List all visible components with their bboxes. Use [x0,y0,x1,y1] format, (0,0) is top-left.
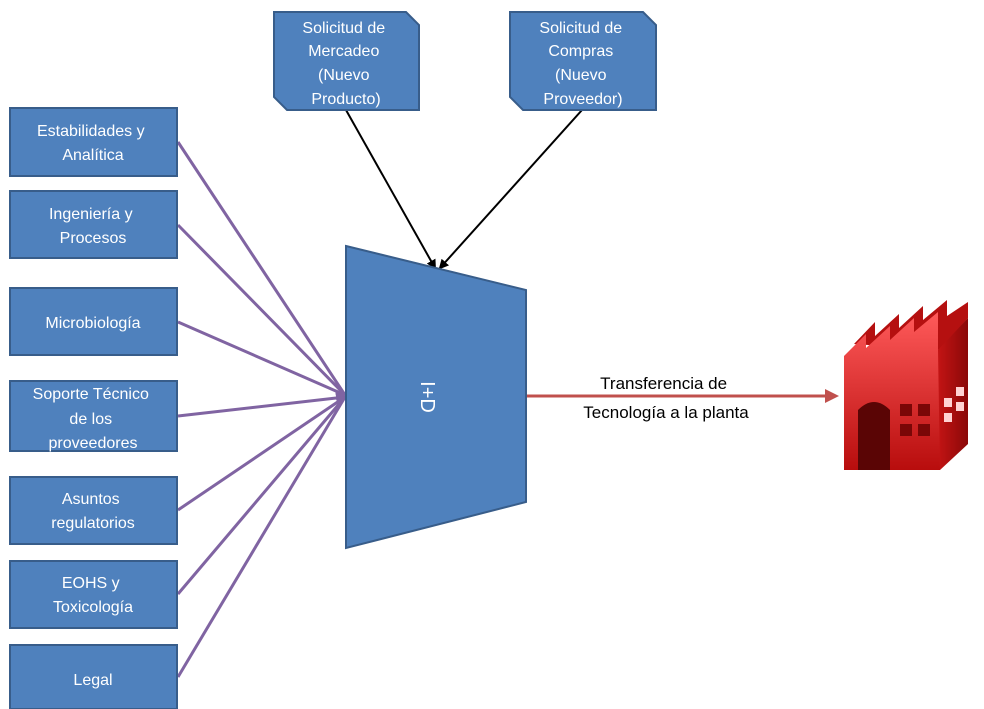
svg-text:Legal: Legal [73,672,112,689]
rd-label: I+D [416,381,438,413]
svg-text:Estabilidades y Analít: Estabilidades y Analítica [37,123,149,164]
link-legal [176,396,347,678]
rd-center: I+D [345,244,527,550]
department-label: de los [69,411,112,428]
link-mercadeo [345,109,436,270]
input-links [176,141,348,678]
link-soporte [177,392,348,418]
department-label: Estabilidades y [37,123,145,140]
department-label: Soporte Técnico [33,386,149,403]
svg-text:Ingeniería y Procesos: Ingeniería y Procesos [49,206,137,247]
department-box: Soporte Técnico de los proveedores [9,380,178,452]
request-label: Solicitud de [302,20,385,37]
department-box: Ingeniería y Procesos [9,190,178,259]
request-label: (Nuevo [555,67,607,84]
svg-text:Transferencia de Tecnologí: Transferencia de Tecnología a la planta [583,374,749,422]
department-box: EOHS y Toxicología [9,560,178,629]
request-label: Producto) [311,91,380,108]
department-label: Asuntos [62,491,120,508]
department-box: Legal [9,644,178,709]
department-label: Ingeniería y [49,206,133,223]
request-document: Solicitud de Mercadeo (Nuevo Producto) [273,11,420,111]
svg-text:Solicitud de Mercadeo: Solicitud de Mercadeo (Nuevo Producto) [302,20,389,108]
request-label: (Nuevo [318,67,370,84]
department-box: Microbiología [9,287,178,356]
transfer-label: Transferencia de [600,374,727,393]
factory-icon [844,300,968,470]
transfer-label: Tecnología a la planta [583,403,749,422]
department-label: Microbiología [45,315,140,332]
link-eohs [176,396,347,595]
svg-text:Soporte Técnico de los: Soporte Técnico de los proveedores [33,386,154,452]
svg-text:Solicitud de Compras: Solicitud de Compras (Nuevo Proveedor) [539,20,626,108]
request-label: Mercadeo [308,43,379,60]
department-label: regulatorios [51,515,135,532]
department-box: Estabilidades y Analítica [9,107,178,177]
department-label: Toxicología [53,599,133,616]
link-ingenieria [176,223,347,397]
request-documents: Solicitud de Mercadeo (Nuevo Producto) S… [273,11,657,111]
link-estabilidades [176,141,347,396]
request-label: Compras [548,43,613,60]
department-label: EOHS y [62,575,120,592]
request-label: Proveedor) [543,91,622,108]
link-asuntos [177,395,346,512]
request-label: Solicitud de [539,20,622,37]
svg-text:Asuntos regulatorios: Asuntos regulatorios [51,491,135,532]
link-compras [438,109,583,270]
svg-text:Microbiología: Microbiología [45,315,140,332]
department-box: Asuntos regulatorios [9,476,178,545]
department-label: Procesos [60,230,127,247]
department-boxes: Estabilidades y Analítica Ingeniería y P… [9,107,178,709]
department-label: proveedores [49,435,138,452]
request-document: Solicitud de Compras (Nuevo Proveedor) [509,11,657,111]
request-links [345,109,583,270]
department-label: Analítica [62,147,123,164]
link-microbiologia [177,320,346,397]
svg-text:EOHS y Toxicología: EOHS y Toxicología [53,575,133,616]
department-label: Legal [73,672,112,689]
